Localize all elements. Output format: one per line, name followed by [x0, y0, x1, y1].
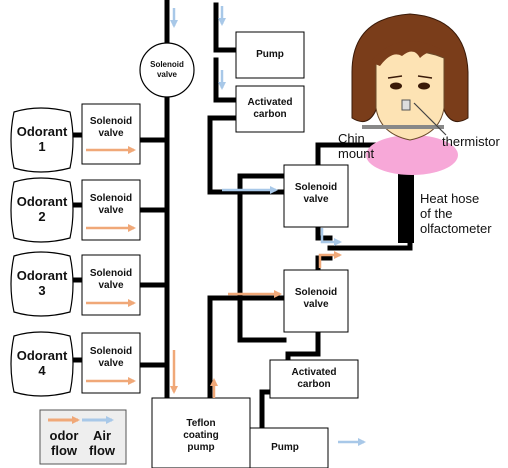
pump-top-label: Pump: [236, 49, 304, 61]
odorant-2-name: Odorant: [16, 194, 68, 209]
teflon-line2: coating: [183, 430, 219, 441]
odorant-bottles: [10, 107, 74, 397]
neck-collar: [366, 135, 458, 175]
valve-line2: valve: [98, 358, 124, 369]
heat-hose-line1: Heat hose: [420, 191, 480, 206]
valve-line1: Solenoid: [89, 193, 133, 204]
pump-bottom-label: Pump: [242, 442, 328, 454]
right-valve-lower-box: [283, 269, 349, 333]
pump-top-box: [235, 31, 305, 79]
odorant-4-name: Odorant: [16, 348, 68, 363]
carbon-top-line2: carbon: [253, 109, 287, 120]
thermistor-line: [413, 102, 447, 136]
valve-line1: Solenoid: [294, 287, 338, 298]
valve-line2: valve: [98, 205, 124, 216]
heat-hose-line2: of the: [420, 206, 453, 221]
top-valve-line2: valve: [156, 70, 178, 79]
legend-air-line2: flow: [89, 443, 115, 458]
carbon-top-box: [235, 85, 305, 133]
valve-line2: valve: [98, 280, 124, 291]
odorant-3-number: 3: [38, 283, 46, 298]
chin-line2: mount: [338, 146, 375, 161]
carbon-bottom-box: [269, 359, 359, 399]
odorant-2-label: Odorant 2: [14, 194, 70, 224]
pipes: [71, 0, 418, 433]
valve-line1: Solenoid: [89, 346, 133, 357]
right-valve-upper-box: [283, 164, 349, 228]
air-flow-arrows: [170, 6, 366, 446]
valve-line2: valve: [303, 299, 329, 310]
teflon-line3: pump: [187, 442, 215, 453]
carbon-bottom-line1: Activated: [291, 367, 337, 378]
carbon-bottom-line2: carbon: [297, 379, 331, 390]
odorant-1-label: Odorant 1: [14, 124, 70, 154]
chin-line1: Chin: [338, 131, 365, 146]
odorant-3-name: Odorant: [16, 268, 68, 283]
legend-odor-line2: flow: [51, 443, 77, 458]
pump-top-text: Pump: [256, 49, 284, 60]
pump-bottom-box: [241, 427, 329, 468]
valve-line2: valve: [303, 194, 329, 205]
top-solenoid-valve: [139, 42, 195, 98]
legend-air-line1: Air: [92, 428, 112, 443]
odor-flow-arrows: [86, 146, 342, 398]
odorant-1-name: Odorant: [16, 124, 68, 139]
odorant-1-number: 1: [38, 139, 46, 154]
thermistor-label: thermistor: [442, 134, 500, 149]
valve-line2: valve: [98, 128, 124, 139]
pump-bottom-text: Pump: [271, 442, 299, 453]
top-valve-line1: Solenoid: [150, 60, 184, 69]
odorant-4-label: Odorant 4: [14, 348, 70, 378]
heat-hose-line3: olfactometer: [420, 221, 492, 236]
thermistor-text: thermistor: [442, 134, 500, 149]
valve-line1: Solenoid: [89, 268, 133, 279]
chin-mount-bar: [362, 125, 444, 129]
odorant-2-number: 2: [38, 209, 46, 224]
valve-line1: Solenoid: [294, 182, 338, 193]
carbon-top-line1: Activated: [247, 97, 293, 108]
legend-odor-line1: odor: [49, 428, 79, 443]
bangs: [370, 41, 446, 66]
teflon-line1: Teflon: [186, 418, 216, 429]
valve-line1: Solenoid: [89, 116, 133, 127]
left-eye: [390, 82, 402, 90]
right-eye: [418, 82, 430, 90]
face-illustration: [351, 13, 469, 175]
odorant-4-number: 4: [38, 363, 46, 378]
odorant-3-label: Odorant 3: [14, 268, 70, 298]
teflon-pump-box: [151, 397, 251, 468]
